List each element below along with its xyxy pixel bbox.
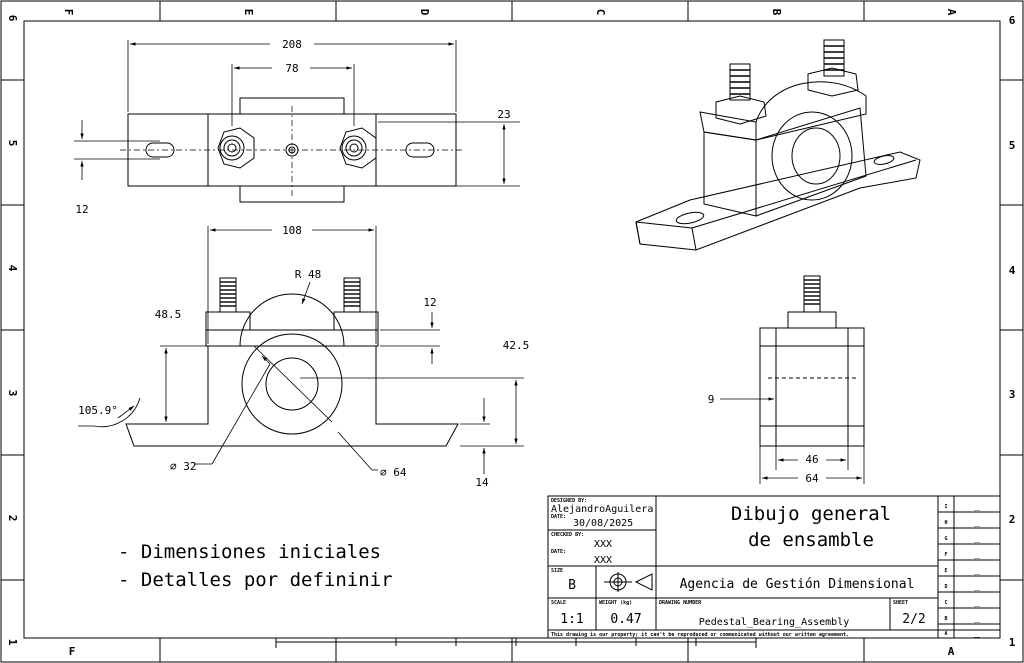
checked-by-label: CHECKED BY: [551,532,584,538]
dim-64: 64 [805,472,819,485]
rev-value: _ [974,532,981,543]
zone-row-left: 3 [6,390,19,397]
zone-col-top: A [945,9,958,16]
dim-108: 108 [282,224,302,237]
zone-row-right: 2 [1009,513,1016,526]
note-1: - Dimensiones iniciales [118,541,381,563]
zone-col-top: C [594,9,607,16]
scale-label: SCALE [551,600,566,606]
zone-col-bottom: F [69,645,76,658]
zone-row-left: 2 [6,515,19,522]
weight-value: 0.47 [610,612,641,627]
disclaimer: This drawing is our property; it can't b… [551,632,849,638]
dim-12-slot: 12 [75,203,88,216]
zone-col-top: F [62,9,75,16]
dim-12-cap: 12 [423,296,436,309]
rev-letter: E [944,568,947,574]
rev-value: _ [974,500,981,511]
rev-letter: C [944,600,947,606]
date-label: DATE: [551,514,566,520]
zone-row-left: 4 [6,265,19,272]
zone-row-left: 5 [6,140,19,147]
drawing-number-value: Pedestal_Bearing_Assembly [699,617,850,628]
rev-value: _ [974,516,981,527]
zone-row-right: 4 [1009,264,1016,277]
zone-col-bottom: A [948,645,955,658]
scale-ruler [275,638,757,648]
company-name: Agencia de Gestión Dimensional [680,577,915,592]
zone-row-left: 1 [6,639,19,646]
revision-letters: I H G F E D C B A [944,504,947,637]
rev-value: _ [974,596,981,607]
date2-label: DATE: [551,549,566,555]
designed-by-label: DESIGNED BY: [551,498,587,504]
checked-by-value: XXX [594,539,612,550]
rev-value: _ [974,627,981,638]
dim-outer: ∅ 64 [380,466,407,479]
note-2: - Detalles por defininir [118,569,393,591]
scale-value: 1:1 [560,612,583,627]
date2-value: XXX [594,555,612,566]
top-view-dim-labels: 208 78 23 12 [75,38,510,216]
top-view-dimensions [74,40,520,187]
zone-row-right: 1 [1009,636,1016,649]
title-block-text: DESIGNED BY: AlejandroAguilera DATE: 30/… [551,498,981,638]
top-view [120,97,464,203]
size-value: B [568,578,576,593]
dim-208: 208 [282,38,302,51]
dim-23: 23 [497,108,510,121]
weight-label: WEIGHT (kg) [599,600,632,606]
zone-row-left: 6 [6,15,19,22]
rev-value: _ [974,580,981,591]
title-line-1: Dibujo general [731,503,891,525]
side-view [759,275,865,447]
zone-labels: F E D C B A F A 6 5 4 3 2 1 6 5 4 3 2 1 [6,9,1016,658]
front-view-dim-labels: 108 R 48 12 48.5 42.5 105.9° ∅ 32 ∅ 64 1… [78,224,529,489]
revision-values: _ _ _ _ _ _ _ _ _ [974,500,981,638]
dim-42-5: 42.5 [503,339,530,352]
front-view-dimensions [78,226,524,474]
zone-row-right: 5 [1009,139,1016,152]
zone-row-right: 3 [1009,388,1016,401]
rev-letter: H [944,520,947,526]
rev-letter: D [944,584,947,590]
zone-col-top: D [418,9,431,16]
dim-angle: 105.9° [78,404,118,417]
front-view [125,277,459,447]
rev-letter: I [944,504,947,510]
dim-78: 78 [285,62,298,75]
rev-letter: F [944,552,947,558]
size-label: SIZE [551,568,563,574]
rev-value: _ [974,548,981,559]
projection-symbol-icon [604,572,653,592]
zone-col-top: E [242,9,255,16]
drawing-number-label: DRAWING NUMBER [659,600,702,606]
rev-value: _ [974,612,981,623]
zone-row-right: 6 [1009,14,1016,27]
dim-46: 46 [805,453,818,466]
zone-col-top: B [770,9,783,16]
dim-9: 9 [708,393,715,406]
dim-bore: ∅ 32 [170,460,197,473]
sheet-value: 2/2 [902,612,925,627]
rev-letter: B [944,616,947,622]
notes: - Dimensiones iniciales - Detalles por d… [118,541,393,591]
rev-letter: A [944,631,947,637]
rev-value: _ [974,564,981,575]
side-view-dimensions [720,397,865,484]
rev-letter: G [944,536,947,542]
date-value: 30/08/2025 [573,518,633,529]
designer-name: AlejandroAguilera [551,504,653,515]
dim-48-5: 48.5 [155,308,182,321]
title-block [547,495,1001,639]
isometric-view [635,39,921,251]
sheet-label: SHEET [893,600,908,606]
dim-r48: R 48 [295,268,322,281]
dim-14: 14 [475,476,489,489]
side-view-dim-labels: 9 46 64 [708,393,819,485]
title-line-2: de ensamble [748,529,874,551]
